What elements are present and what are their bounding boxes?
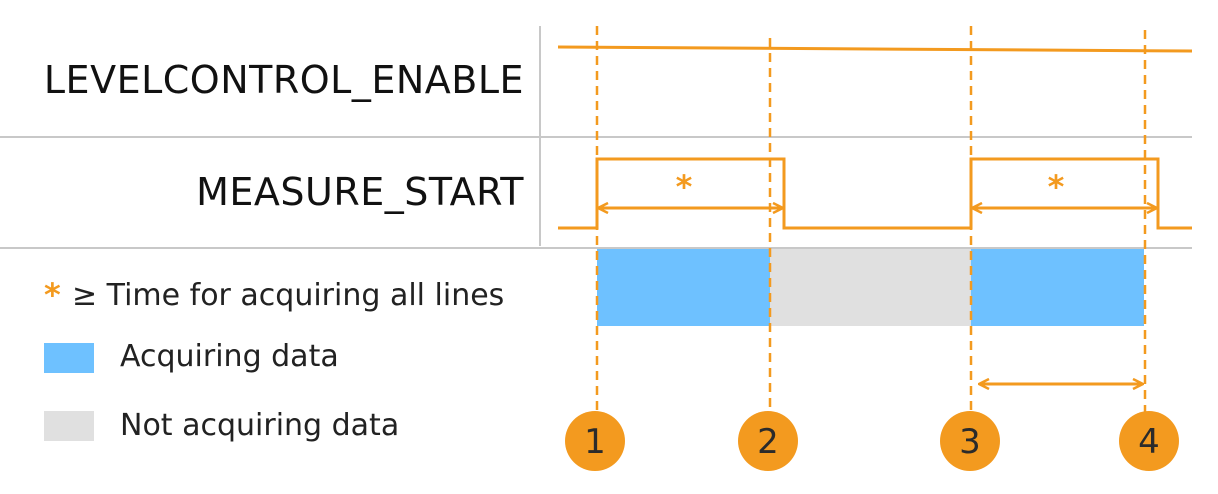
marker-circle-3: 3 (940, 411, 1000, 471)
marker-circle-2: 2 (738, 411, 798, 471)
marker-label-4: 4 (1138, 422, 1160, 462)
legend-asterisk-icon: * (44, 276, 61, 314)
marker-circle-1: 1 (565, 411, 625, 471)
legend-text-acquisition-time: ≥ Time for acquiring all lines (72, 278, 505, 313)
waveform-levelcontrol-enable (557, 45, 1193, 53)
marker-label-1: 1 (584, 422, 606, 462)
pulse-asterisk-2: * (1048, 168, 1065, 206)
pulse-asterisk-1: * (676, 168, 693, 206)
marker-label-3: 3 (959, 422, 981, 462)
marker-label-2: 2 (757, 422, 779, 462)
acquiring-block-2 (971, 249, 1144, 326)
acquiring-block-1 (597, 249, 770, 326)
legend-text-acquiring: Acquiring data (120, 339, 339, 374)
marker-circle-4: 4 (1119, 411, 1179, 471)
not-acquiring-block (770, 249, 971, 326)
legend-swatch-not-acquiring (44, 411, 94, 441)
signal-label-levelcontrol-enable: LEVELCONTROL_ENABLE (43, 58, 524, 102)
waveform-measure-start (558, 157, 1192, 230)
legend-swatch-acquiring (44, 343, 94, 373)
legend-text-not-acquiring: Not acquiring data (120, 408, 400, 443)
signal-label-measure-start: MEASURE_START (196, 170, 524, 214)
